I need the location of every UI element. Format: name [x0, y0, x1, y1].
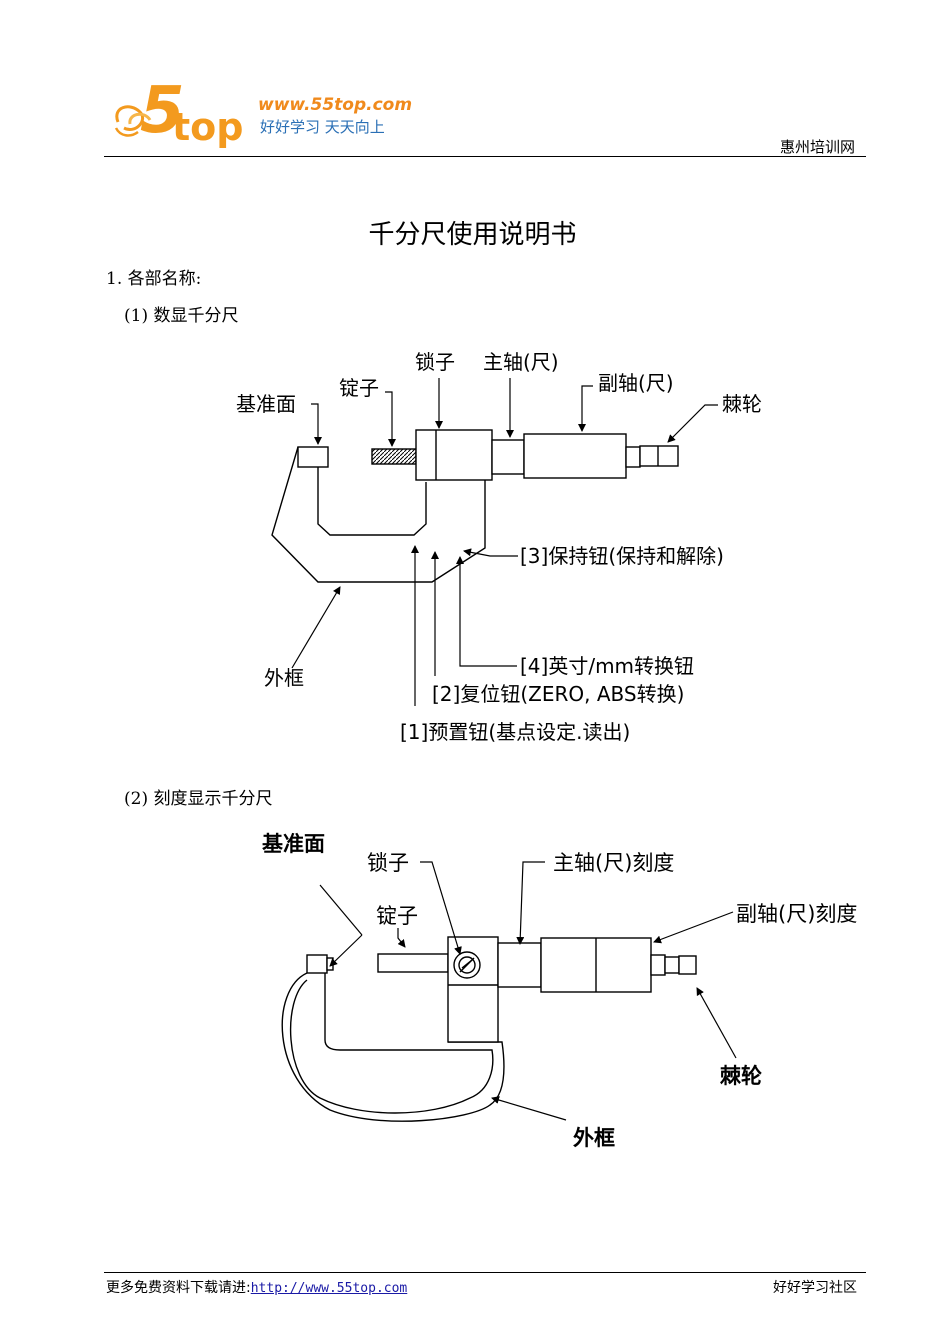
- footer-link[interactable]: http://www.55top.com: [250, 1281, 408, 1296]
- main-axis-sleeve: [491, 439, 525, 475]
- d2-lock-label: 锁子: [367, 851, 409, 875]
- subsection-digital: (1) 数显千分尺: [124, 306, 239, 326]
- d1-main-axis-label: 主轴(尺): [483, 350, 559, 374]
- sub-axis-thimble: [523, 433, 627, 479]
- spindle2: [377, 953, 449, 973]
- ratchet: [639, 445, 679, 467]
- footer-text: 更多免费资料下载请进:: [106, 1280, 251, 1296]
- logo-number: 5: [140, 74, 185, 148]
- main-axis2: [497, 942, 542, 988]
- main-body: [415, 429, 493, 481]
- d1-lock-label: 锁子: [415, 350, 455, 374]
- logo-word: top: [172, 105, 243, 149]
- d1-hold-button-label: [3]保持钮(保持和解除): [520, 544, 724, 568]
- spindle: [371, 448, 417, 465]
- d1-anvil-label: 锭子: [339, 376, 379, 400]
- frame2-outer: [281, 972, 505, 1122]
- d1-preset-button-label: [1]预置钮(基点设定.读出): [400, 720, 631, 744]
- d1-sub-axis-label: 副轴(尺): [598, 371, 674, 395]
- anvil2: [306, 954, 328, 974]
- page-title: 千分尺使用说明书: [368, 220, 577, 250]
- subsection-scale: (2) 刻度显示千分尺: [124, 789, 273, 809]
- d2-anvil-label: 锭子: [376, 904, 418, 928]
- site-logo: 5 top www.55top.com 好好学习 天天向上: [114, 74, 412, 149]
- footer-right: 好好学习社区: [773, 1280, 857, 1296]
- d1-ratchet-label: 棘轮: [722, 392, 762, 416]
- site-name: 惠州培训网: [780, 138, 856, 156]
- d1-reset-button-label: [2]复位钮(ZERO, ABS转换): [432, 682, 685, 706]
- d2-sub-axis-label: 副轴(尺)刻度: [736, 902, 858, 926]
- anvil-face: [297, 446, 329, 468]
- d1-ref-face-label: 基准面: [236, 392, 296, 416]
- d2-ref-face-label: 基准面: [262, 832, 325, 856]
- frame-inner: [317, 467, 427, 536]
- d2-main-axis-label: 主轴(尺)刻度: [553, 851, 675, 875]
- footer-left: 更多免费资料下载请进:http://www.55top.com: [106, 1277, 407, 1297]
- footer-divider: [104, 1272, 866, 1273]
- d1-inch-mm-button-label: [4]英寸/mm转换钮: [520, 654, 695, 678]
- logo-url: www.55top.com: [258, 95, 412, 115]
- section-heading: 1. 各部名称:: [106, 269, 202, 289]
- logo-slogan: 好好学习 天天向上: [260, 118, 385, 136]
- d1-frame-label: 外框: [264, 666, 304, 690]
- d2-frame-label: 外框: [573, 1126, 615, 1150]
- frame-outer: [271, 432, 486, 583]
- d2-ratchet-label: 棘轮: [720, 1064, 762, 1088]
- header-divider: [104, 156, 866, 157]
- ratchet2: [678, 955, 697, 975]
